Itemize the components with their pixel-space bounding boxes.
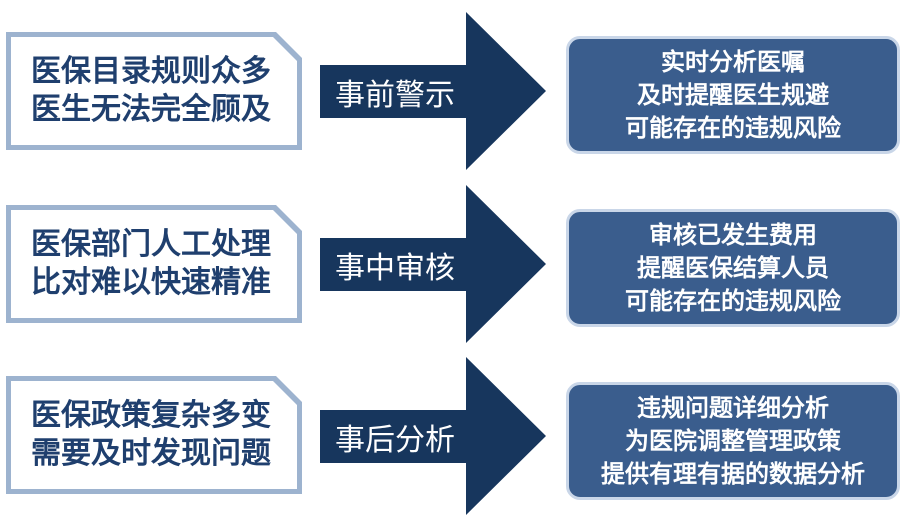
- solution-text-line: 及时提醒医生规避: [637, 80, 829, 109]
- problem-text-line: 医保目录规则众多: [31, 54, 271, 89]
- problem-box-1: 医保目录规则众多 医生无法完全顾及: [6, 32, 302, 150]
- solution-text-line: 为医院调整管理政策: [625, 426, 841, 455]
- solution-text-line: 审核已发生费用: [649, 220, 817, 249]
- solution-text-line: 提醒医保结算人员: [637, 253, 829, 282]
- solution-text-line: 可能存在的违规风险: [625, 113, 841, 142]
- problem-box-2: 医保部门人工处理 比对难以快速精准: [6, 205, 302, 323]
- problem-text-line: 医生无法完全顾及: [31, 92, 271, 127]
- solution-box-3: 违规问题详细分析 为医院调整管理政策 提供有理有据的数据分析: [566, 382, 900, 500]
- stage-arrow-1: 事前警示: [320, 12, 546, 170]
- problem-text-line: 医保部门人工处理: [31, 227, 271, 262]
- stage-label: 事后分析: [335, 422, 455, 458]
- solution-text-line: 提供有理有据的数据分析: [601, 459, 865, 488]
- solution-text-line: 违规问题详细分析: [637, 393, 829, 422]
- stage-arrow-3: 事后分析: [320, 357, 546, 515]
- solution-box-2: 审核已发生费用 提醒医保结算人员 可能存在的违规风险: [566, 209, 900, 327]
- stage-label: 事中审核: [335, 250, 455, 286]
- solution-text-line: 可能存在的违规风险: [625, 286, 841, 315]
- stage-arrow-2: 事中审核: [320, 185, 546, 343]
- stage-label: 事前警示: [335, 77, 455, 113]
- solution-box-1: 实时分析医嘱 及时提醒医生规避 可能存在的违规风险: [566, 36, 900, 154]
- problem-text-line: 需要及时发现问题: [31, 436, 271, 471]
- problem-text-line: 比对难以快速精准: [31, 265, 271, 300]
- problem-box-3: 医保政策复杂多变 需要及时发现问题: [6, 376, 302, 494]
- problem-text-line: 医保政策复杂多变: [31, 398, 271, 433]
- solution-text-line: 实时分析医嘱: [661, 47, 805, 76]
